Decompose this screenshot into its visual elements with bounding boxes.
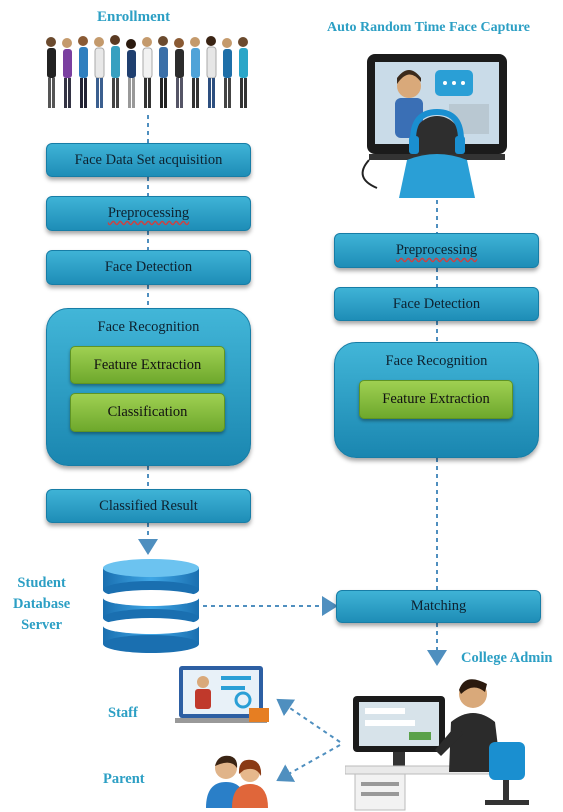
parent-users-icon [206,755,268,808]
college-admin-illustration [345,679,529,811]
face-recognition-label-left: Face Recognition [97,319,200,335]
arrow-admin-staff [276,698,341,743]
face-detection-box-left: Face Detection [46,250,251,285]
staff-label: Staff [108,705,138,721]
college-admin-label: College Admin [461,650,553,666]
database-label-line-2: Database [13,596,71,612]
database-server-icon [103,559,199,653]
database-label-line-1: Student [17,575,66,591]
preprocessing-label-left: Preprocessing [107,205,190,221]
arrow-admin-parent [276,744,341,782]
matching-box: Matching [336,590,541,623]
people-queue-illustration [46,35,248,108]
feature-extraction-box-right: Feature Extraction [359,380,513,419]
face-recognition-box-left: Face Recognition [46,308,251,466]
feature-extraction-box-left: Feature Extraction [70,346,225,384]
database-label: Student Database Server [13,573,70,636]
webcam-capture-illustration [361,54,507,198]
preprocessing-box-left: Preprocessing [46,196,251,231]
classification-box: Classification [70,393,225,432]
parent-label: Parent [103,771,145,787]
preprocessing-box-right: Preprocessing [334,233,539,268]
enrollment-title: Enrollment [97,9,171,25]
face-dataset-acquisition-box: Face Data Set acquisition [46,143,251,177]
face-recognition-label-right: Face Recognition [385,353,488,369]
database-label-line-3: Server [21,617,63,633]
face-detection-box-right: Face Detection [334,287,539,321]
auto-capture-title: Auto Random Time Face Capture [327,20,530,35]
classified-result-box: Classified Result [46,489,251,523]
staff-presentation-illustration [175,666,269,723]
preprocessing-label-right: Preprocessing [395,242,478,258]
